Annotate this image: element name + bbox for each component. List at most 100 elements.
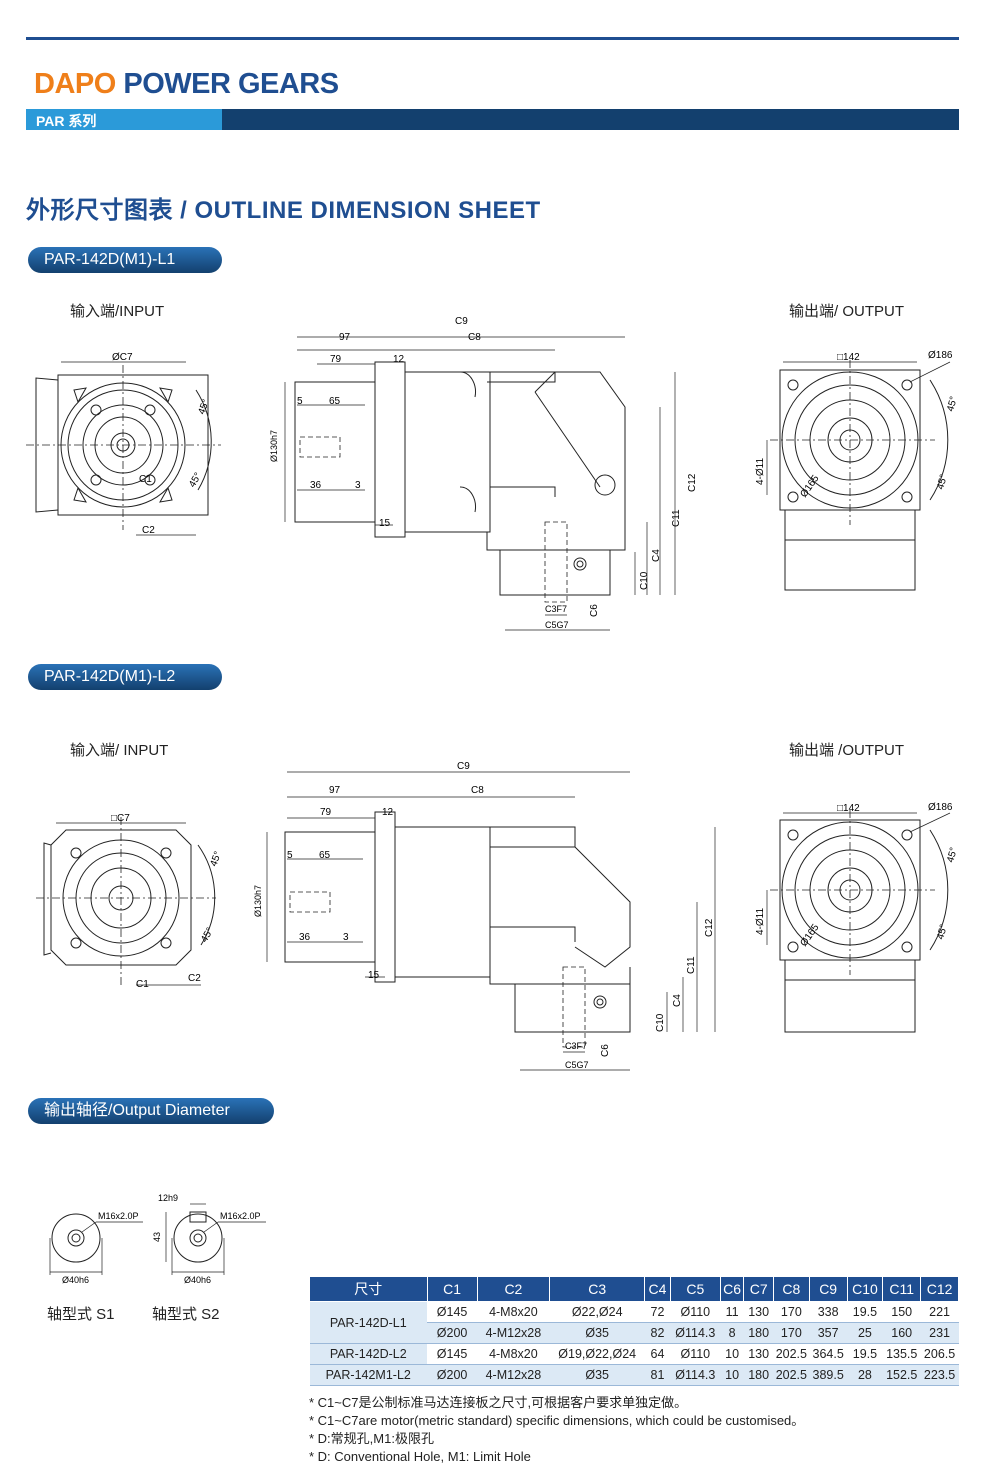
s2-dia: Ø40h6 [184,1275,211,1285]
table-cell: 25 [847,1322,883,1344]
dim-angle-1-l2: 45° [208,850,224,868]
table-cell: 10 [720,1364,744,1386]
table-cell: Ø35 [549,1364,645,1386]
table-cell: Ø145 [427,1343,478,1365]
table-header: C3 [549,1276,646,1302]
side-view-l1: C9 97 C8 79 12 5 65 Ø130h7 36 3 15 C12 C… [269,316,698,631]
dim-c6: C6 [589,604,600,617]
table-cell: 160 [882,1322,921,1344]
table-header: C8 [772,1276,810,1302]
table-cell: Ø200 [427,1322,478,1344]
table-cell: 338 [809,1301,848,1323]
dim-165: Ø165 [798,473,821,500]
dim-97-l2: 97 [329,785,341,796]
table-cell: 180 [743,1322,774,1344]
table-cell: 8 [720,1322,744,1344]
dim-c7-l2: □C7 [111,813,130,824]
table-cell: 130 [743,1301,774,1323]
note-line: * C1~C7是公制标准马达连接板之尺寸,可根据客户要求单独定做。 [309,1395,688,1410]
table-cell: 4-M12x28 [477,1364,550,1386]
section-tag-l2: PAR-142D(M1)-L2 [28,664,222,690]
table-cell: 389.5 [809,1364,848,1386]
output-view-l2: □142 Ø186 45° 45° 4-Ø11 Ø165 [755,802,960,1033]
dim-sq-l2: □142 [837,803,860,814]
output-view-l1: □142 Ø186 45° 45° 4-Ø11 Ø165 [755,350,960,591]
table-cell: Ø35 [549,1322,645,1344]
shaft-s2-label: 轴型式 S2 [152,1306,220,1323]
dim-c11: C11 [671,509,682,527]
table-cell: 231 [920,1322,959,1344]
dim-c11-l2: C11 [686,956,697,974]
table-cell: 223.5 [920,1364,959,1386]
table-cell: Ø110 [670,1343,721,1365]
table-header: C5 [669,1276,721,1302]
dim-angle-2-l2: 45° [199,926,216,945]
input-view-l1: ØC7 C1 C2 45° 45° [26,352,221,536]
table-cell: Ø114.3 [670,1322,721,1344]
top-rule [26,37,959,40]
dim-c6-l2: C6 [600,1044,611,1057]
note-line: * D: Conventional Hole, M1: Limit Hole [309,1449,531,1464]
table-cell: 19.5 [847,1301,883,1323]
series-label: PAR 系列 [36,113,97,129]
table-cell: Ø110 [670,1301,721,1323]
table-cell: 4-M8x20 [477,1301,550,1323]
table-header: C9 [808,1276,848,1302]
dim-c4-l2: C4 [672,994,683,1007]
dim-o-angle-1: 45° [945,395,960,412]
section-tag-l1: PAR-142D(M1)-L1 [28,247,222,273]
notes: * C1~C7是公制标准马达连接板之尺寸,可根据客户要求单独定做。 * C1~C… [309,1394,804,1466]
dim-3-l2: 3 [343,932,349,943]
dim-186-l2: Ø186 [928,802,953,813]
dim-c5: C5G7 [545,620,569,630]
input-view-l2: □C7 C1 C2 45° 45° [36,813,224,990]
s2-key: 12h9 [158,1193,178,1203]
dim-5-l2: 5 [287,850,293,861]
dim-c3: C3F7 [545,604,567,614]
dim-c2: C2 [142,525,155,536]
dim-186: Ø186 [928,350,953,361]
table-cell: 11 [720,1301,744,1323]
s2-height: 43 [152,1232,162,1242]
dim-97: 97 [339,332,351,343]
table-cell-model: PAR-142D-L2 [309,1343,428,1365]
brand-title: DAPO POWER GEARS [34,68,339,101]
dim-c8: C8 [468,332,481,343]
side-view-l2: C9 97 C8 79 12 5 65 Ø130h7 36 3 15 C12 C… [253,761,716,1071]
output-label-l1: 输出端/ OUTPUT [789,303,904,320]
dim-sq: □142 [837,352,860,363]
table-cell: 82 [644,1322,671,1344]
spec-table: 尺寸 C1 C2 C3 C4 C5 C6 C7 C8 C9 C10 C11 C1… [309,1276,959,1386]
table-cell: 10 [720,1343,744,1365]
table-cell: 4-M8x20 [477,1343,550,1365]
table-cell: 135.5 [882,1343,921,1365]
table-row: Ø200 4-M12x28 Ø35 82 Ø114.3 8 180 170 35… [310,1322,959,1344]
note-line: * C1~C7are motor(metric standard) specif… [309,1413,805,1428]
dim-c2-l2: C2 [188,973,201,984]
brand-orange: DAPO [34,68,116,100]
dim-c8-l2: C8 [471,785,484,796]
series-bar: PAR 系列 [26,109,959,130]
table-header: 尺寸 [309,1276,428,1302]
table-cell: Ø145 [427,1301,478,1323]
table-cell: 170 [773,1322,810,1344]
table-cell: 364.5 [809,1343,848,1365]
dim-c9: C9 [455,316,468,327]
table-cell-model: PAR-142D-L1 [309,1301,428,1344]
table-cell: 28 [847,1364,883,1386]
dim-c9-l2: C9 [457,761,470,772]
table-cell: 150 [882,1301,921,1323]
brand-blue: POWER GEARS [115,68,339,100]
series-bar-accent [26,109,222,130]
table-row: PAR-142M1-L2 Ø200 4-M12x28 Ø35 81 Ø114.3… [309,1364,959,1386]
dim-c4: C4 [651,549,662,562]
dim-65-l2: 65 [319,850,331,861]
dim-holes-l2: 4-Ø11 [755,908,766,935]
table-cell: 206.5 [920,1343,959,1365]
table-cell: 202.5 [773,1343,810,1365]
dim-130-l2: Ø130h7 [253,885,263,917]
dim-c1: C1 [139,474,152,485]
table-header: C1 [426,1276,478,1302]
dim-79: 79 [330,354,342,365]
table-cell: 202.5 [773,1364,810,1386]
